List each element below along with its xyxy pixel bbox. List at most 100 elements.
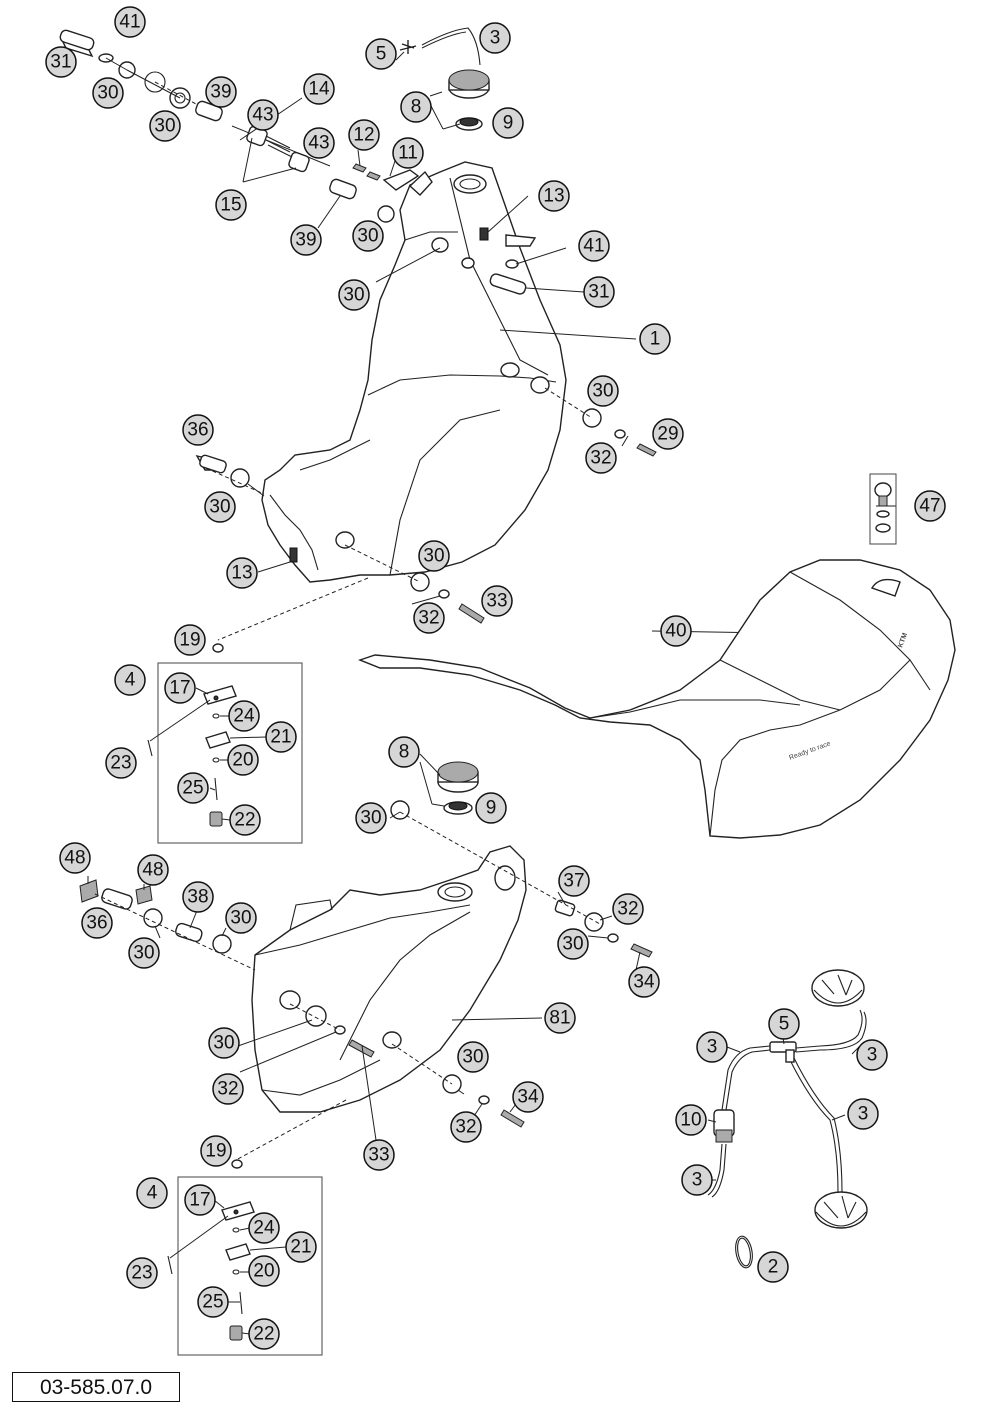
callout: 31 [583, 276, 615, 308]
fastener-set-47 [869, 473, 897, 545]
callout: 30 [204, 491, 236, 523]
svg-text:38: 38 [187, 887, 208, 908]
callout: 14 [303, 73, 335, 105]
callout: 32 [450, 1111, 482, 1143]
callout: 12 [348, 119, 380, 151]
svg-text:30: 30 [230, 908, 251, 929]
callout: 38 [182, 881, 214, 913]
callout: 29 [652, 418, 684, 450]
callout: 30 [352, 220, 384, 252]
seat: KTM Ready to race [357, 559, 956, 839]
callout: 81 [544, 1002, 576, 1034]
svg-text:30: 30 [423, 546, 444, 567]
callout: 13 [226, 557, 258, 589]
svg-text:48: 48 [142, 860, 163, 881]
svg-text:32: 32 [217, 1079, 238, 1100]
svg-text:23: 23 [131, 1263, 152, 1284]
svg-text:5: 5 [779, 1014, 790, 1035]
callout: 3 [479, 22, 511, 54]
svg-text:32: 32 [617, 899, 638, 920]
callout: 3 [847, 1098, 879, 1130]
callout: 47 [914, 490, 946, 522]
svg-text:36: 36 [187, 420, 208, 441]
svg-text:3: 3 [707, 1037, 718, 1058]
svg-text:22: 22 [253, 1324, 274, 1345]
part-callouts: 41 31 30 30 39 43 14 43 15 39 30 5 3 8 9… [45, 6, 946, 1350]
callout: 30 [355, 802, 387, 834]
callout: 39 [290, 224, 322, 256]
svg-text:29: 29 [657, 424, 678, 445]
svg-text:30: 30 [213, 1033, 234, 1054]
svg-text:3: 3 [858, 1104, 869, 1125]
callout: 20 [227, 744, 259, 776]
svg-text:23: 23 [110, 753, 131, 774]
callout: 17 [164, 672, 196, 704]
svg-text:10: 10 [680, 1110, 701, 1131]
svg-text:22: 22 [234, 810, 255, 831]
svg-text:5: 5 [376, 44, 387, 65]
svg-text:24: 24 [253, 1218, 275, 1239]
callout: 37 [558, 865, 590, 897]
svg-text:3: 3 [692, 1170, 703, 1191]
svg-text:20: 20 [232, 750, 253, 771]
callout: 31 [45, 46, 77, 78]
callout: 32 [612, 893, 644, 925]
callout: 11 [392, 137, 424, 169]
svg-text:43: 43 [252, 105, 273, 126]
callout: 3 [856, 1039, 888, 1071]
callout: 22 [248, 1318, 280, 1350]
svg-text:36: 36 [86, 913, 107, 934]
svg-text:24: 24 [233, 706, 255, 727]
svg-text:41: 41 [119, 12, 140, 33]
callout: 3 [696, 1031, 728, 1063]
svg-text:31: 31 [588, 282, 609, 303]
callout: 21 [265, 721, 297, 753]
svg-text:31: 31 [50, 52, 71, 73]
svg-text:30: 30 [462, 1047, 483, 1068]
callout: 24 [228, 700, 260, 732]
callout: 4 [136, 1177, 168, 1209]
svg-text:39: 39 [295, 230, 316, 251]
filler-cap-lower [419, 753, 479, 815]
callout: 19 [200, 1135, 232, 1167]
callout: 30 [457, 1041, 489, 1073]
callout: 8 [400, 91, 432, 123]
svg-text:11: 11 [398, 143, 418, 164]
svg-text:4: 4 [147, 1183, 158, 1204]
callout: 41 [114, 6, 146, 38]
callout: 48 [137, 854, 169, 886]
svg-text:14: 14 [308, 79, 330, 100]
petcock-assembly-lower [167, 1159, 323, 1356]
svg-text:13: 13 [231, 563, 252, 584]
svg-text:15: 15 [220, 195, 241, 216]
callout: 33 [481, 585, 513, 617]
callout: 40 [660, 615, 692, 647]
svg-text:9: 9 [486, 798, 497, 819]
callout: 23 [126, 1257, 158, 1289]
svg-text:8: 8 [411, 97, 422, 118]
callout: 30 [587, 375, 619, 407]
callout: 30 [149, 110, 181, 142]
callout: 43 [247, 99, 279, 131]
svg-text:2: 2 [768, 1257, 779, 1278]
callout: 2 [757, 1251, 789, 1283]
svg-text:17: 17 [169, 678, 190, 699]
svg-text:40: 40 [665, 621, 686, 642]
svg-text:30: 30 [343, 285, 364, 306]
callout: 23 [105, 747, 137, 779]
svg-text:20: 20 [253, 1261, 274, 1282]
svg-text:32: 32 [418, 608, 439, 629]
callout: 32 [413, 602, 445, 634]
svg-text:81: 81 [549, 1008, 570, 1029]
svg-text:21: 21 [270, 727, 291, 748]
svg-text:30: 30 [360, 808, 381, 829]
callout: 8 [388, 736, 420, 768]
svg-text:25: 25 [202, 1292, 223, 1313]
callout: 36 [81, 907, 113, 939]
svg-text:33: 33 [486, 591, 507, 612]
callout: 3 [681, 1164, 713, 1196]
callout: 30 [92, 77, 124, 109]
svg-text:9: 9 [503, 113, 514, 134]
svg-text:17: 17 [189, 1190, 210, 1211]
svg-text:8: 8 [399, 742, 410, 763]
